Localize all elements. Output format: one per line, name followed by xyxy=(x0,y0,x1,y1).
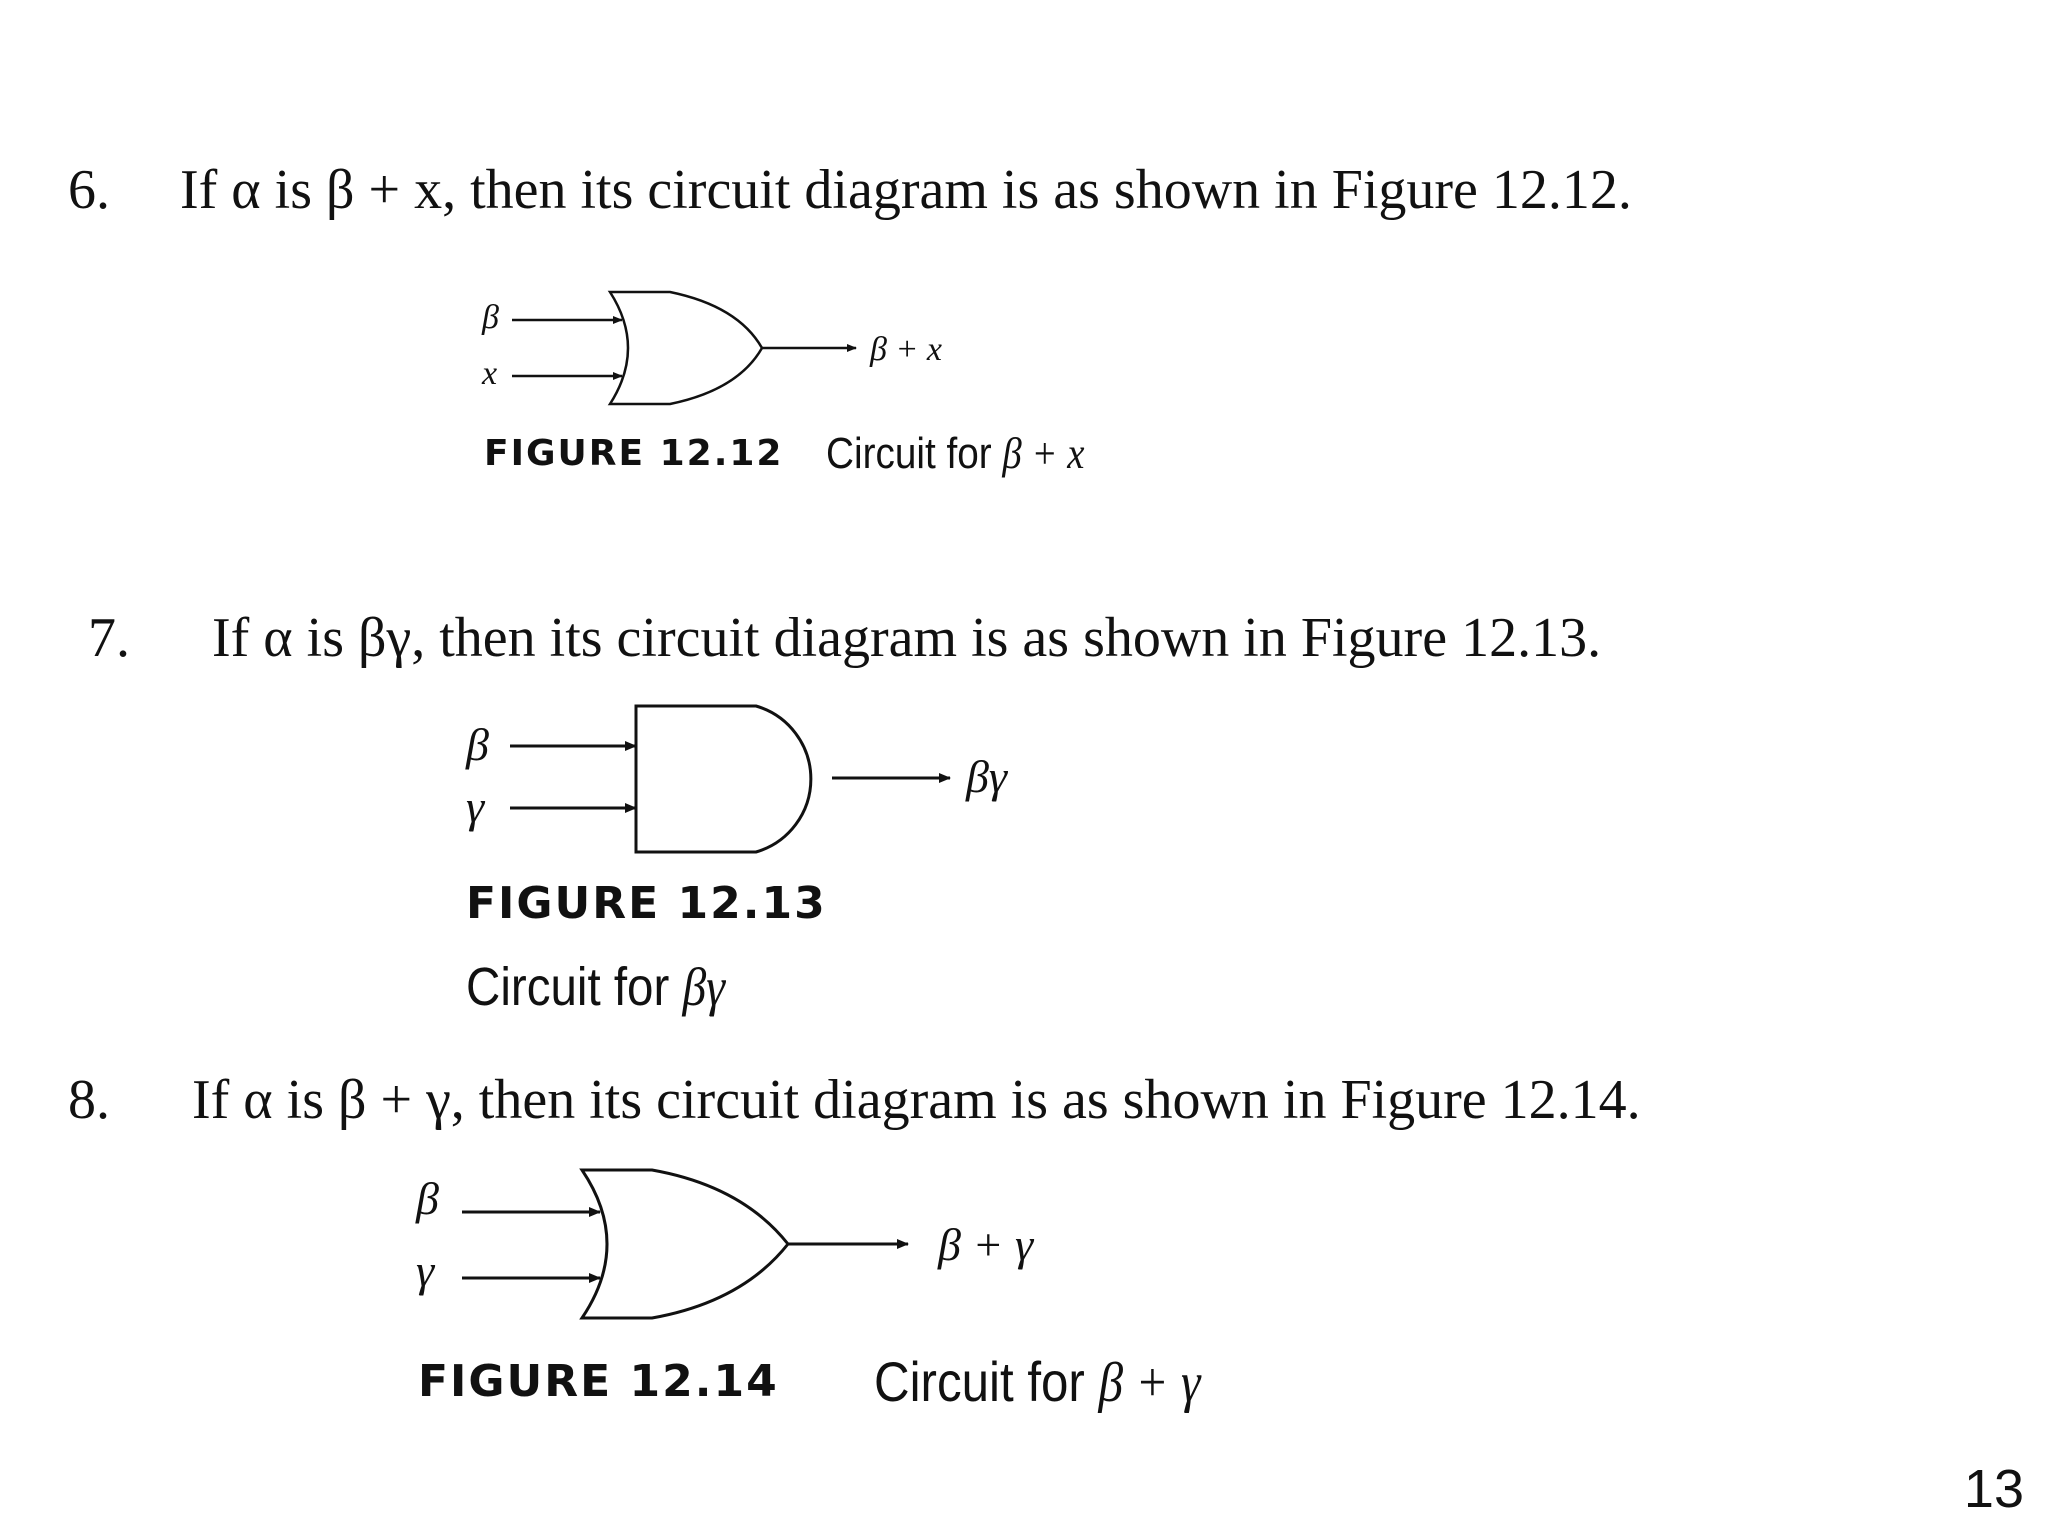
gate-input-label: β xyxy=(415,1173,439,1224)
figure-label: FIGURE 12.12 xyxy=(484,433,784,474)
gate-input-label: γ xyxy=(466,781,486,832)
gate-input-label: x xyxy=(481,355,497,392)
or-gate-shape xyxy=(607,290,764,406)
figure-label: FIGURE 12.13 xyxy=(466,878,827,929)
caption-math: β + γ xyxy=(1098,1352,1201,1414)
figure-label: FIGURE 12.14 xyxy=(418,1356,779,1407)
item-text: If α is βγ, then its circuit diagram is … xyxy=(212,607,1602,669)
gate-input-label: β xyxy=(481,299,499,336)
or-gate-shape xyxy=(579,1168,790,1320)
item-number: 7. xyxy=(88,607,130,669)
caption-prefix: Circuit for xyxy=(466,957,670,1017)
page-number: 13 xyxy=(1963,1459,2024,1519)
gate-input-label: γ xyxy=(416,1245,436,1296)
item-number: 8. xyxy=(68,1069,110,1131)
figure-caption: Circuit for β + x xyxy=(826,432,1084,476)
and-gate-diagram-12-13: β γ βγ xyxy=(465,704,1009,854)
item-6: 6. If α is β + x, then its circuit diagr… xyxy=(68,162,1868,222)
item-number: 6. xyxy=(68,159,110,221)
gate-output-label: βγ xyxy=(965,751,1009,802)
item-7: 7. If α is βγ, then its circuit diagram … xyxy=(88,610,1988,670)
caption-prefix: Circuit for xyxy=(874,1350,1085,1413)
gate-input-label: β xyxy=(465,719,489,770)
figure-caption: Circuit for βγ xyxy=(466,960,725,1014)
or-gate-diagram-12-12: β x β + x xyxy=(481,290,942,406)
caption-math: βγ xyxy=(682,957,725,1017)
item-8: 8. If α is β + γ, then its circuit diagr… xyxy=(68,1072,2008,1132)
gate-output-label: β + x xyxy=(869,331,942,368)
item-text: If α is β + γ, then its circuit diagram … xyxy=(192,1069,1641,1131)
and-gate-shape xyxy=(634,704,813,854)
figure-caption: Circuit for β + γ xyxy=(874,1352,1201,1414)
caption-math: β + x xyxy=(1002,429,1085,478)
or-gate-diagram-12-14: β γ β + γ xyxy=(415,1168,1035,1320)
item-text: If α is β + x, then its circuit diagram … xyxy=(180,159,1632,221)
caption-prefix: Circuit for xyxy=(826,429,992,478)
gate-output-label: β + γ xyxy=(937,1219,1035,1270)
